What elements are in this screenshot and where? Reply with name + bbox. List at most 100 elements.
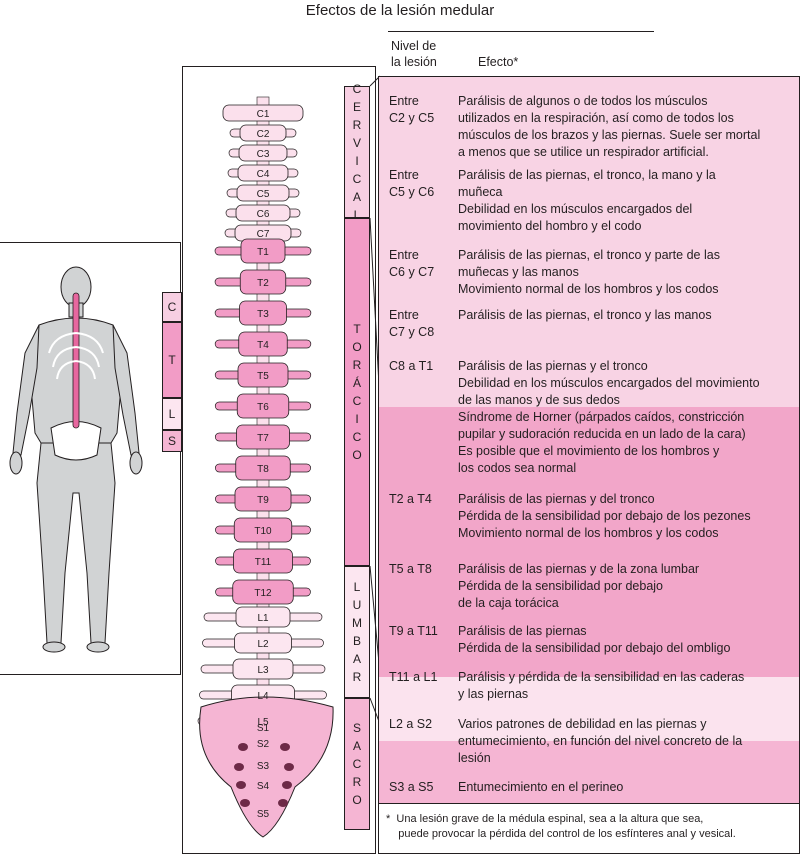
level-text: Entre [389, 94, 419, 108]
region-letter: S [352, 721, 361, 735]
effect-text: Movimiento normal de los hombros y los c… [458, 526, 719, 540]
level-text: Entre [389, 248, 419, 262]
vertebra-label: T9 [257, 495, 269, 506]
effect-text: Varios patrones de debilidad en las pier… [458, 717, 707, 731]
sacral-foramen [280, 743, 290, 751]
effect-cell: Varios patrones de debilidad en las pier… [458, 716, 798, 767]
effect-text: Parálisis de las piernas y de la zona lu… [458, 562, 700, 576]
vertebra-label: T11 [255, 557, 272, 568]
region-letter: U [352, 598, 362, 612]
effect-text: Parálisis de las piernas [458, 624, 587, 638]
effect-text: Parálisis de las piernas, el tronco y pa… [458, 248, 720, 262]
region-letter: O [352, 793, 362, 807]
level-cell: T2 a T4 [389, 491, 432, 508]
effect-text: lesión [458, 751, 491, 765]
effect-cell: Parálisis de las piernas y del tronco Pé… [458, 491, 798, 542]
vertebra [214, 238, 312, 264]
effect-text: utilizados en la respiración, así como d… [458, 111, 734, 125]
human-back-illustration [9, 266, 143, 653]
vertebra-label: C7 [257, 229, 270, 240]
region-letter: L [353, 580, 361, 594]
level-cell: C8 a T1 [389, 358, 433, 375]
region-letter: C [352, 172, 362, 186]
effect-text: Parálisis y pérdida de la sensibilidad e… [458, 670, 745, 684]
vertebra [214, 455, 312, 481]
vertebra-label: S4 [257, 781, 270, 792]
region-letter: C [352, 394, 362, 408]
footnote-line: * Una lesión grave de la médula espinal,… [386, 813, 704, 825]
band-thoracic [379, 407, 799, 677]
sacral-foramen [236, 781, 246, 789]
effect-cell: Parálisis de las piernas y de la zona lu… [458, 561, 798, 612]
sacral-foramen [284, 763, 294, 771]
region-letter: V [352, 136, 361, 150]
vertebra-label: S2 [257, 739, 270, 750]
level-text: C7 y C8 [389, 325, 435, 339]
level-text: C6 y C7 [389, 265, 435, 279]
effect-text: Síndrome de Horner (párpados caídos, con… [458, 410, 745, 424]
effect-text: músculos de los brazos y las piernas. Su… [458, 128, 761, 142]
region-letter: R [352, 118, 362, 132]
vertebra [227, 164, 299, 182]
level-cell: T11 a L1 [389, 669, 437, 686]
vertebra-label: T12 [254, 588, 272, 599]
effect-text: movimiento del hombro y el codo [458, 219, 642, 233]
sacral-foramen [282, 781, 292, 789]
region-letter: I [355, 154, 359, 168]
effect-text: Es posible que el movimiento de los homb… [458, 444, 720, 458]
vertebra-label: T7 [257, 433, 269, 444]
vertebra-label: C1 [257, 109, 270, 120]
vertebra-label: T5 [257, 371, 269, 382]
region-cervical: C E R V I C A L [344, 82, 370, 222]
region-letter: T [353, 322, 361, 336]
effect-cell: Entumecimiento en el perineo [458, 779, 798, 796]
level-cell: T9 a T11 [389, 623, 438, 640]
sacral-foramen [238, 743, 248, 751]
sacral-foramen [240, 799, 250, 807]
level-text: L2 a S2 [389, 717, 433, 731]
region-letter: I [355, 412, 359, 426]
region-letter: C [352, 757, 362, 771]
vertebra-label: L4 [257, 691, 269, 702]
effect-text: Debilidad en los músculos encargados del… [458, 376, 760, 390]
region-letter: B [352, 634, 361, 648]
vertebra [215, 486, 311, 512]
level-text: Entre [389, 308, 419, 322]
vertebra-label: T6 [257, 402, 269, 413]
region-letter: C [352, 430, 362, 444]
vertebra [214, 300, 312, 326]
sacral-foramen [234, 763, 244, 771]
vertebra [214, 393, 312, 419]
region-letter: A [352, 739, 361, 753]
small-region-sacral: S [162, 430, 182, 452]
vertebra [215, 517, 311, 543]
level-cell: T5 a T8 [389, 561, 432, 578]
region-letter: O [352, 340, 362, 354]
effect-text: Parálisis de las piernas y el tronco [458, 359, 648, 373]
effect-text: muñeca [458, 185, 503, 199]
level-text: S3 a S5 [389, 780, 434, 794]
effect-text: Debilidad en los músculos encargados del [458, 202, 693, 216]
band-cervical [379, 77, 799, 407]
vertebra-label: C3 [257, 149, 270, 160]
level-text: T2 a T4 [389, 492, 432, 506]
vertebra-label: L2 [257, 639, 269, 650]
effect-text: Pérdida de la sensibilidad por debajo [458, 579, 664, 593]
region-sacral: S A C R O [344, 698, 370, 830]
footnote: * Una lesión grave de la médula espinal,… [386, 812, 796, 842]
effect-text: Entumecimiento en el perineo [458, 780, 624, 794]
page-title: Efectos de la lesión medular [305, 2, 495, 19]
band-sacral [379, 741, 799, 803]
vertebra [225, 204, 301, 222]
vertebra [224, 224, 302, 242]
region-letter: L [353, 208, 361, 222]
vertebra-label: C5 [257, 189, 270, 200]
level-cell: Entre C5 y C6 [389, 167, 434, 201]
vertebra [215, 548, 311, 574]
effect-text: a menos que se utilice un respirador art… [458, 145, 709, 159]
region-letter: Á [352, 376, 361, 390]
effect-text: Parálisis de las piernas, el tronco y la… [458, 308, 712, 322]
effect-text: Pérdida de la sensibilidad por debajo de… [458, 509, 751, 523]
vertebra-label: L3 [257, 665, 269, 676]
small-region-lumbar: L [162, 398, 182, 430]
